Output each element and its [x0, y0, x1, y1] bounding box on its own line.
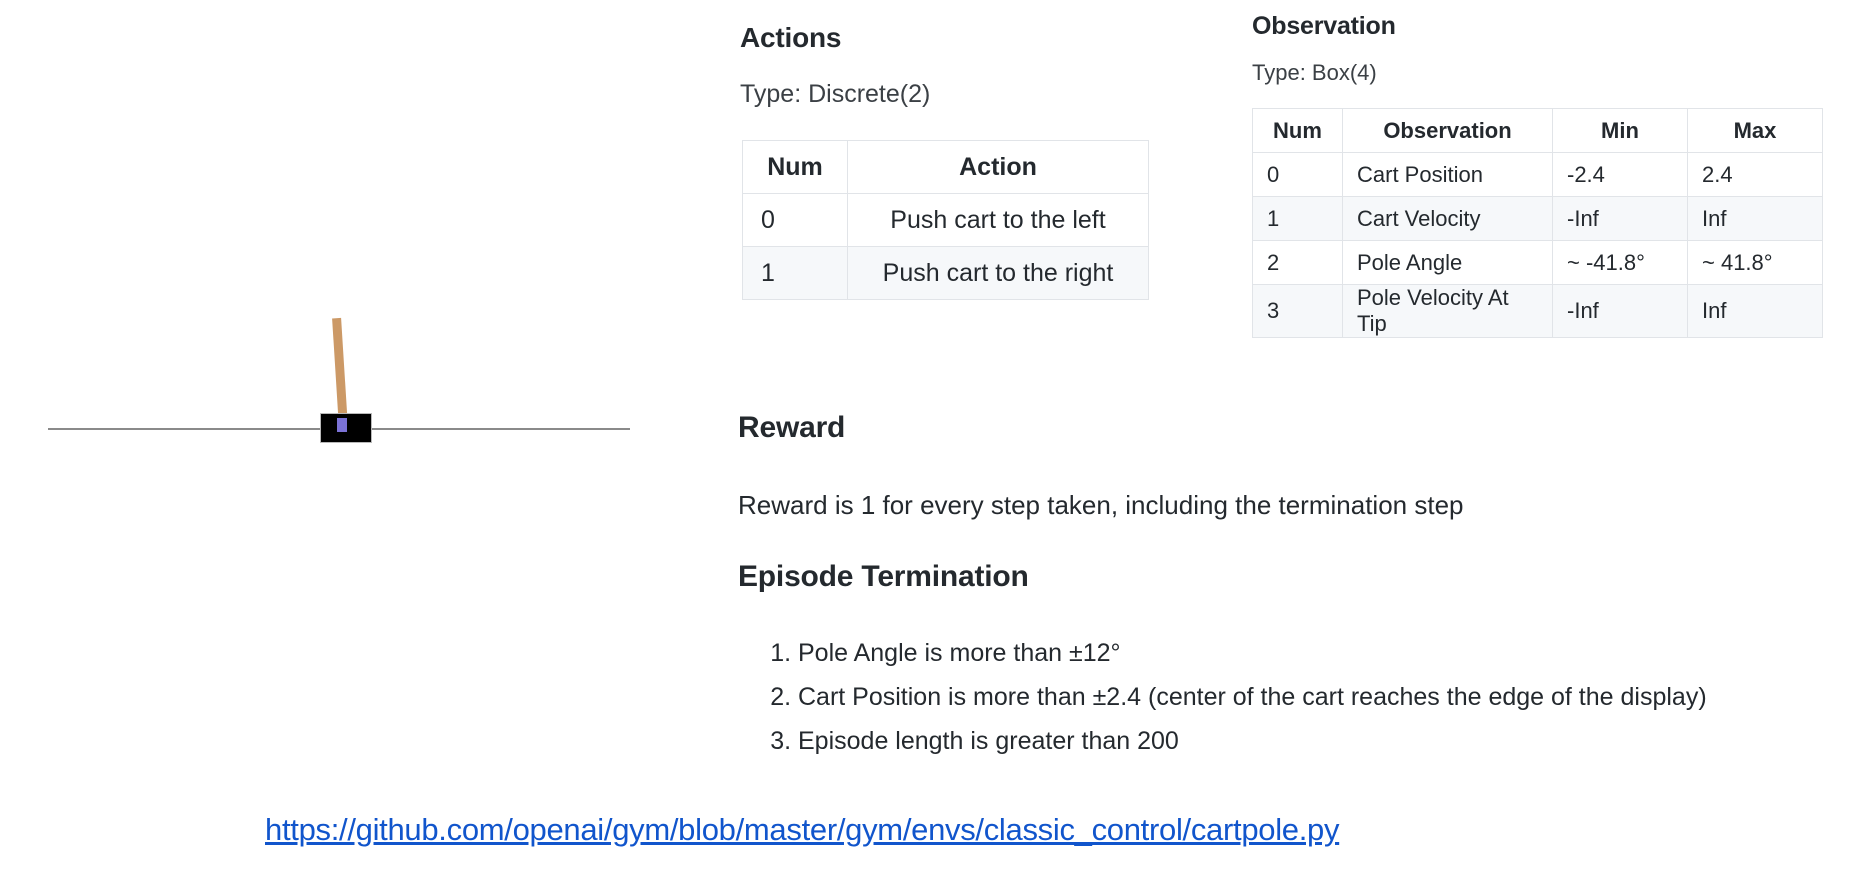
actions-cell-action: Push cart to the right — [847, 246, 1149, 300]
axle-icon — [337, 418, 347, 432]
actions-cell-action: Push cart to the left — [847, 193, 1149, 247]
observation-cell-min: -Inf — [1552, 284, 1688, 338]
observation-heading: Observation — [1252, 12, 1396, 40]
cartpole-illustration — [0, 240, 700, 540]
actions-table: Num Action 0 Push cart to the left 1 Pus… — [742, 140, 1149, 300]
observation-cell-num: 3 — [1252, 284, 1343, 338]
observation-cell-max: ~ 41.8° — [1687, 240, 1823, 285]
observation-col-observation: Observation — [1342, 108, 1553, 153]
observation-cell-num: 2 — [1252, 240, 1343, 285]
observation-col-num: Num — [1252, 108, 1343, 153]
table-header-row: Num Observation Min Max — [1252, 108, 1823, 153]
observation-cell-max: 2.4 — [1687, 152, 1823, 197]
list-item: Pole Angle is more than ±12° — [798, 638, 1707, 668]
observation-table: Num Observation Min Max 0 Cart Position … — [1252, 108, 1823, 338]
list-item: Episode length is greater than 200 — [798, 726, 1707, 756]
pole-icon — [332, 317, 348, 429]
table-row: 1 Push cart to the right — [742, 246, 1149, 300]
table-header-row: Num Action — [742, 140, 1149, 194]
observation-cell-name: Cart Velocity — [1342, 196, 1553, 241]
observation-cell-min: -2.4 — [1552, 152, 1688, 197]
actions-col-action: Action — [847, 140, 1149, 194]
reward-heading: Reward — [738, 411, 846, 444]
observation-cell-name: Cart Position — [1342, 152, 1553, 197]
table-row: 3 Pole Velocity At Tip -Inf Inf — [1252, 284, 1823, 338]
table-row: 0 Push cart to the left — [742, 193, 1149, 247]
observation-cell-name: Pole Velocity At Tip — [1342, 284, 1553, 338]
actions-cell-num: 0 — [742, 193, 848, 247]
episode-termination-heading: Episode Termination — [738, 560, 1029, 593]
episode-termination-list: Pole Angle is more than ±12° Cart Positi… — [760, 638, 1707, 770]
actions-heading: Actions — [740, 22, 842, 53]
source-code-link[interactable]: https://github.com/openai/gym/blob/maste… — [265, 812, 1340, 847]
observation-cell-max: Inf — [1687, 196, 1823, 241]
observation-cell-min: ~ -41.8° — [1552, 240, 1688, 285]
observation-cell-num: 1 — [1252, 196, 1343, 241]
actions-type-label: Type: Discrete(2) — [740, 80, 931, 108]
observation-cell-num: 0 — [1252, 152, 1343, 197]
observation-cell-max: Inf — [1687, 284, 1823, 338]
actions-cell-num: 1 — [742, 246, 848, 300]
reward-description: Reward is 1 for every step taken, includ… — [738, 490, 1464, 520]
actions-col-num: Num — [742, 140, 848, 194]
observation-cell-min: -Inf — [1552, 196, 1688, 241]
observation-col-max: Max — [1687, 108, 1823, 153]
list-item: Cart Position is more than ±2.4 (center … — [798, 682, 1707, 712]
observation-cell-name: Pole Angle — [1342, 240, 1553, 285]
table-row: 0 Cart Position -2.4 2.4 — [1252, 152, 1823, 197]
observation-type-label: Type: Box(4) — [1252, 60, 1377, 85]
observation-col-min: Min — [1552, 108, 1688, 153]
table-row: 2 Pole Angle ~ -41.8° ~ 41.8° — [1252, 240, 1823, 285]
table-row: 1 Cart Velocity -Inf Inf — [1252, 196, 1823, 241]
